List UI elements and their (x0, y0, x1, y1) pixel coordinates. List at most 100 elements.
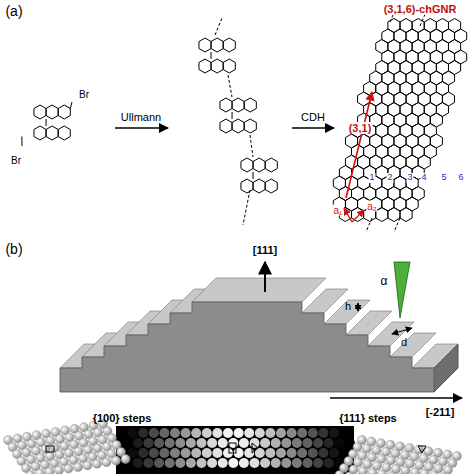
atom-index: 6 (457, 173, 464, 183)
atom (181, 448, 191, 458)
atom (324, 438, 334, 448)
atom (287, 428, 297, 438)
benzene-ring (211, 59, 223, 73)
ribbon-continuation (394, 218, 400, 232)
vector-label: a₂ (366, 201, 377, 212)
benzene-ring (34, 105, 46, 119)
atom (138, 448, 148, 458)
vector-label: a₁ (333, 205, 344, 216)
benzene-ring (455, 29, 467, 43)
atom (175, 458, 185, 468)
atom (234, 428, 244, 438)
benzene-ring (265, 158, 277, 172)
width-marker (392, 328, 412, 334)
panel-label: (b) (5, 242, 22, 257)
benzene-ring (253, 158, 265, 172)
atom (265, 448, 275, 458)
atom-index: 3 (406, 173, 413, 183)
atom (340, 428, 350, 438)
atom (170, 448, 180, 458)
atom (212, 428, 222, 438)
atom (149, 448, 159, 458)
atom (345, 472, 354, 474)
atom (271, 438, 281, 448)
benzene-ring (211, 38, 223, 52)
atom (165, 458, 175, 468)
benzene-ring (199, 38, 211, 52)
atom (313, 458, 323, 468)
atom (26, 471, 35, 474)
benzene-ring (223, 38, 235, 52)
atom (260, 458, 270, 468)
panel-label: (a) (5, 4, 22, 19)
atom (260, 438, 270, 448)
atom (401, 466, 410, 474)
atom (197, 458, 207, 468)
atom (255, 428, 265, 438)
atom (335, 471, 344, 474)
benzene-ring (220, 119, 232, 133)
dimension-label: h (345, 300, 351, 312)
atom (303, 438, 313, 448)
atom (218, 438, 228, 448)
atom (297, 428, 307, 438)
atom (165, 438, 175, 448)
atom (154, 458, 164, 468)
atom-model (4, 420, 131, 474)
benzene-ring (220, 98, 232, 112)
atom (133, 438, 143, 448)
unit-cell (229, 443, 236, 453)
atom (244, 428, 254, 438)
atom (93, 459, 102, 468)
atom (297, 448, 307, 458)
benzene-ring (455, 50, 467, 64)
atom (175, 438, 185, 448)
polymer-link (243, 190, 250, 225)
atom (308, 448, 318, 458)
atom (318, 448, 328, 458)
atom (159, 428, 169, 438)
atom (181, 428, 191, 438)
side-face (434, 344, 458, 392)
bond (211, 52, 212, 59)
atom-label: Br (79, 89, 89, 100)
atom (250, 458, 260, 468)
atom (191, 428, 201, 438)
atom (329, 448, 339, 458)
atom (83, 461, 92, 470)
benzene-ring (442, 92, 454, 106)
bond (46, 119, 47, 126)
benzene-ring (223, 59, 235, 73)
atom (149, 428, 159, 438)
atom (250, 438, 260, 448)
atom (292, 458, 302, 468)
ribbon-name: (3,1,6)-chGNR (383, 3, 458, 15)
atom (117, 428, 127, 438)
atom (197, 438, 207, 448)
atom (439, 473, 448, 474)
benzene-ring (46, 126, 58, 140)
atom-index: 2 (386, 173, 393, 183)
atom (186, 458, 196, 468)
atom (218, 458, 228, 468)
atom (265, 428, 275, 438)
atom (281, 438, 291, 448)
atom (368, 468, 377, 474)
atom (144, 458, 154, 468)
atom (378, 470, 387, 474)
bond (232, 112, 233, 119)
chiral-vector-label: (3,1) (348, 122, 373, 134)
unit-cell (46, 446, 54, 452)
benzene-ring (241, 179, 253, 193)
atom (212, 448, 222, 458)
atom (313, 438, 323, 448)
atom (292, 438, 302, 448)
atom (359, 467, 368, 474)
atom (202, 448, 212, 458)
atom (223, 428, 233, 438)
step-label: {111} steps (339, 412, 397, 424)
atom (154, 438, 164, 448)
atom (281, 458, 291, 468)
atom (318, 428, 328, 438)
graphene-nanoribbon (333, 19, 466, 222)
